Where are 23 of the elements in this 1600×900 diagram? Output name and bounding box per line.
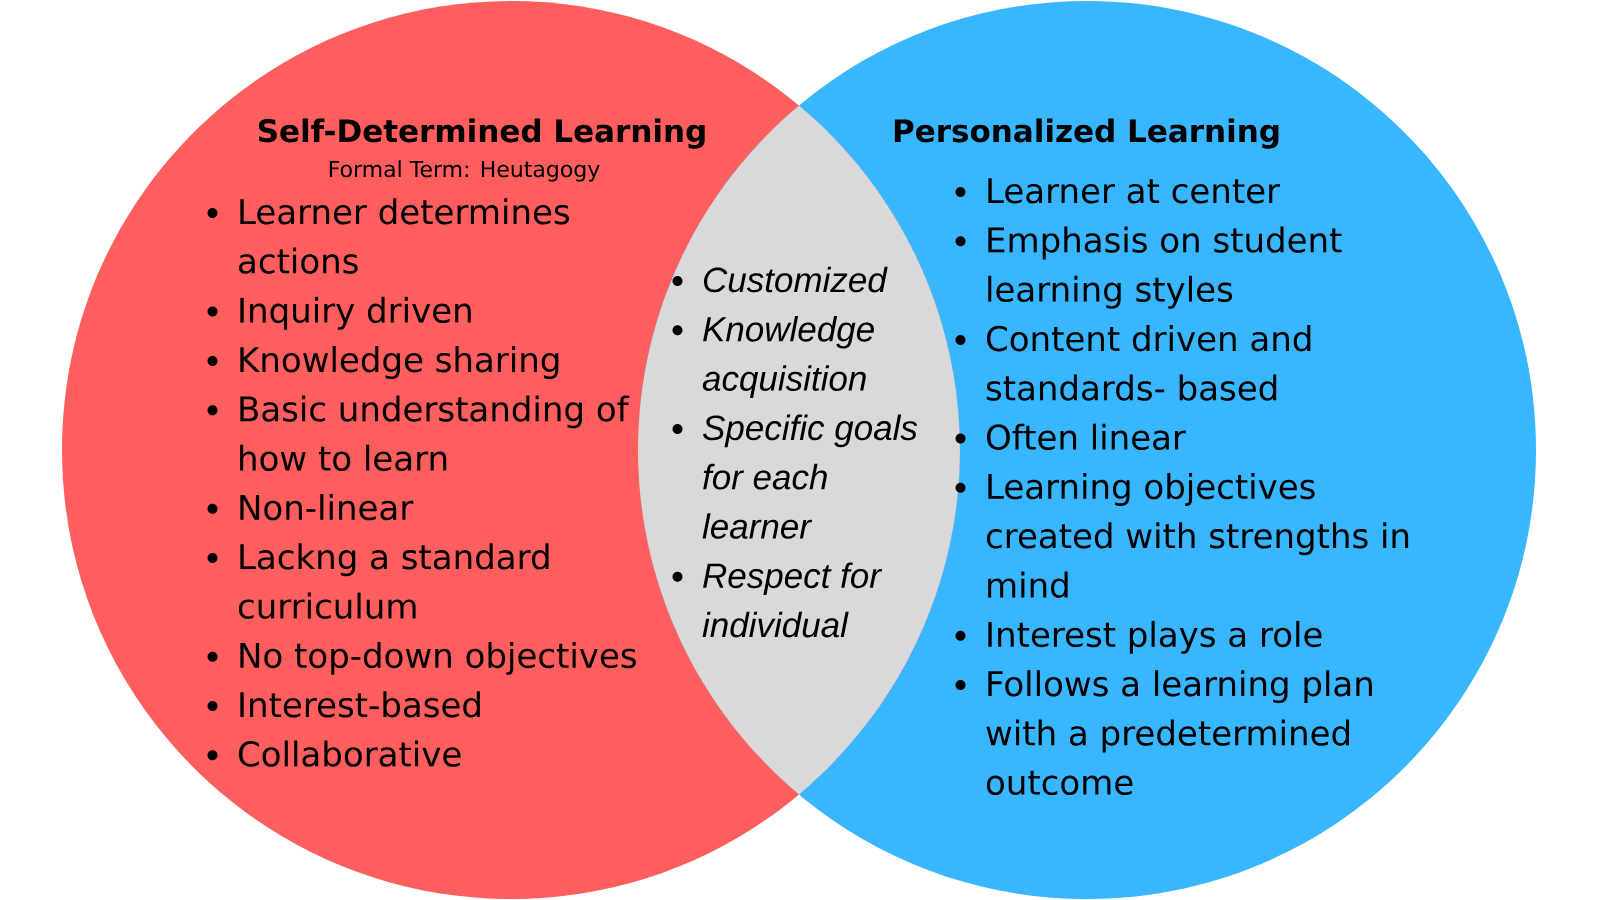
list-item: Knowledge acquisition xyxy=(702,315,874,398)
list-item: Specific goals for each learner xyxy=(702,414,918,539)
list-item: Interest plays a role xyxy=(988,620,1322,654)
heading: Self-Determined Learning xyxy=(258,118,705,149)
list-item: No top-down objectives xyxy=(240,641,636,675)
list-item: Non-linear xyxy=(240,494,414,521)
list-item: Inquiry driven xyxy=(240,296,471,330)
list-item: Customized xyxy=(703,266,888,293)
list-item: Basic understanding of how to learn xyxy=(240,395,630,471)
list-item: Follows a learning plan with a predetermined outcome xyxy=(986,670,1372,796)
list-item: Respect for individual xyxy=(702,562,883,638)
list-item: Interest-based xyxy=(240,691,480,718)
list-item: Emphasis on student learning styles xyxy=(988,226,1342,309)
list-item: Collaborative xyxy=(238,740,461,767)
list-item: Learner determines actions xyxy=(239,198,569,274)
subtitle: Formal Term: Heutagogy xyxy=(329,160,600,182)
list-item: Knowledge sharing xyxy=(240,346,559,379)
list-item: Learning objectives created with strengths in mind xyxy=(986,473,1409,598)
list-item: Lackng a standard curriculum xyxy=(238,543,549,619)
heading: Personalized Learning xyxy=(894,118,1279,149)
list-item: Learner at center xyxy=(988,178,1281,204)
list-item: Content driven and standards- based xyxy=(986,325,1311,401)
list-item: Often linear xyxy=(986,423,1186,450)
